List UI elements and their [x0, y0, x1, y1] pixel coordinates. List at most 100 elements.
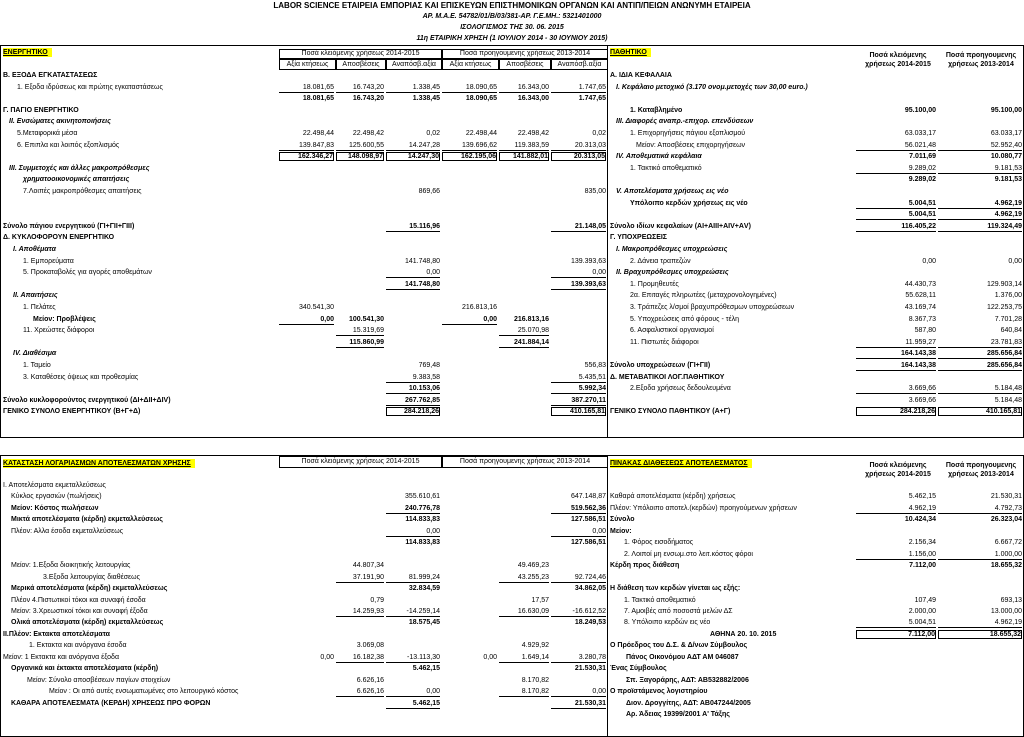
liabilities-row-value [856, 117, 936, 126]
assets-row-value: 14.247,30 [386, 152, 440, 162]
distribution-period-current: Ποσά κλειόμενης χρήσεως 2014-2015 [865, 462, 931, 478]
liabilities-row-value: 4.962,19 [938, 199, 1022, 209]
results-row-value [499, 664, 549, 673]
assets-row-value [336, 384, 384, 393]
results-row-value [279, 538, 334, 547]
results-row: Μερικά αποτελέσματα (κέρδη) εκμεταλλεύσε… [1, 584, 607, 593]
results-row-value: 0,79 [370, 596, 384, 604]
results-row-value [279, 596, 334, 605]
results-period-current: Ποσά κλειόμενης χρήσεως 2014-2015 [279, 456, 442, 468]
assets-row-value [336, 199, 384, 208]
distribution-row-value [856, 664, 936, 673]
assets-row-value: 1.338,45 [412, 95, 440, 103]
results-row-value [279, 504, 334, 513]
results-row-value [442, 664, 497, 673]
assets-row: Ι. Αποθέματα [1, 245, 607, 254]
distribution-row-value [938, 664, 1022, 673]
assets-row-label: ΙV. Διαθέσιμα [13, 350, 57, 358]
liabilities-row-value: 164.143,38 [856, 361, 936, 371]
results-row-value [442, 538, 497, 547]
distribution-row-value: 13.000,00 [990, 607, 1022, 615]
assets-row-value [336, 117, 384, 126]
assets-row-value: 410.165,81 [551, 407, 606, 417]
liabilities-row-label: 11. Πιστωτές διάφοροι [630, 338, 699, 346]
assets-row-label: ΙΙΙ. Συμμετοχές και άλλες μακροπρόθεσμες [9, 164, 150, 172]
results-row-value [336, 504, 384, 513]
assets-row-value: 20.313,05 [551, 152, 606, 162]
assets-row-value [499, 291, 549, 300]
results-row-value [386, 550, 440, 559]
assets-row-value [442, 280, 497, 289]
assets-row-value [386, 315, 440, 324]
distribution-row-value [938, 676, 1022, 685]
results-row-value [499, 492, 549, 501]
liabilities-row-value: 640,84 [1000, 327, 1022, 335]
results-row-value: 519.562,36 [551, 504, 606, 514]
distribution-panel: ΠΙΝΑΚΑΣ ΔΙΑΘΕΣΕΩΣ ΑΠΟΤΕΛΕΣΜΑΤΟΣ Ποσά κλε… [607, 455, 1024, 737]
results-row-value [279, 607, 334, 616]
registration-number: ΑΡ. Μ.Α.Ε. 54782/01/Β/03/381-ΑΡ. Γ.Ε.ΜΗ.… [422, 13, 602, 20]
assets-row-value [386, 233, 440, 242]
liabilities-period-current: Ποσά κλειόμενης χρήσεως 2014-2015 [865, 52, 931, 68]
results-row-value [279, 676, 334, 685]
assets-period-prior: Ποσά προηγουμενης χρήσεως 2013-2014 [442, 49, 608, 59]
assets-row-value: 0,00 [386, 268, 440, 279]
distribution-row-value [938, 481, 1022, 490]
results-row-label: Μείον: 3.Χρεωστικοί τόκοι και συναφή έξο… [11, 607, 148, 615]
results-row-value [499, 550, 549, 559]
assets-row-value: 5.435,51 [551, 373, 606, 383]
assets-row-value: 141.748,80 [404, 257, 440, 265]
results-row-label: Κύκλος εργασιών (πωλήσεις) [11, 493, 102, 501]
distribution-row: Η διάθεση των κερδών γίνεται ως εξής: [608, 584, 1023, 593]
assets-row-label: 6. Επιπλα και λοιπός εξοπλισμός [17, 141, 120, 149]
distribution-row-value: 5.004,51 [856, 618, 936, 629]
assets-row-label: 1. Εμπορεύματα [23, 257, 74, 265]
results-row-value [442, 699, 497, 708]
distribution-row-label: Πλέον: Υπόλοιπο αποτελ.(κερδών) προηγούμ… [610, 504, 797, 512]
assets-row-value [336, 257, 384, 266]
liabilities-row-value: 3.669,66 [908, 396, 936, 404]
results-row-value: 43.255,23 [499, 573, 549, 583]
assets-row-value [336, 222, 384, 231]
distribution-row-value: 2.156,34 [908, 539, 936, 547]
liabilities-row-value: 164.143,38 [856, 349, 936, 360]
distribution-row: Πάνος Οικονόμου ΑΔΤ ΑΜ 046087 [608, 653, 1023, 662]
assets-row-value [442, 257, 497, 266]
distribution-row-value [856, 584, 936, 593]
assets-row-value: 769,48 [418, 362, 440, 369]
assets-row-value [499, 106, 549, 115]
distribution-row-label: Πάνος Οικονόμου ΑΔΤ ΑΜ 046087 [626, 653, 739, 661]
liabilities-row-value: 1.376,00 [994, 292, 1022, 300]
assets-row-value [442, 268, 497, 277]
assets-row-value [442, 338, 497, 347]
results-row-value [279, 664, 334, 673]
distribution-row-value [938, 641, 1022, 650]
liabilities-title: ΠΑΘΗΤΙΚΟ [610, 48, 651, 57]
results-row-value: 18.575,45 [408, 619, 440, 627]
results-row-value: 0,00 [551, 687, 606, 698]
assets-row-value [499, 245, 549, 254]
liabilities-row-value [856, 187, 936, 196]
assets-col-acquisition-prior: Αξία κτήσεως [442, 59, 499, 70]
assets-row-value [551, 199, 606, 208]
assets-row-value: 15.319,69 [336, 326, 384, 337]
liabilities-row-value [938, 373, 1022, 382]
liabilities-row-label: Δ. ΜΕΤΑΒΑΤΙΚΟΙ ΛΟΓ.ΠΑΘΗΤΙΚΟΥ [610, 373, 725, 381]
results-row-value: 127.586,51 [570, 539, 606, 547]
assets-title: ΕΝΕΡΓΗΤΙΚΟ [3, 48, 52, 57]
results-row-label: ΙΙ.Πλέον: Εκτακτα αποτελέσματα [3, 630, 110, 638]
liabilities-row-value: 5.004,51 [856, 199, 936, 209]
results-row: ΙΙ.Πλέον: Εκτακτα αποτελέσματα [1, 630, 607, 639]
liabilities-row: Ι. Κεφάλαιο μετοχικό (3.170 ονομ.μετοχές… [608, 83, 1023, 92]
results-row-value [279, 481, 334, 490]
liabilities-row-value: 23.781,83 [938, 338, 1022, 348]
liabilities-row-label: 1. Τακτικό αποθεματικό [630, 164, 702, 172]
assets-row-value [442, 396, 497, 405]
distribution-row-value: 5.462,15 [908, 493, 936, 501]
